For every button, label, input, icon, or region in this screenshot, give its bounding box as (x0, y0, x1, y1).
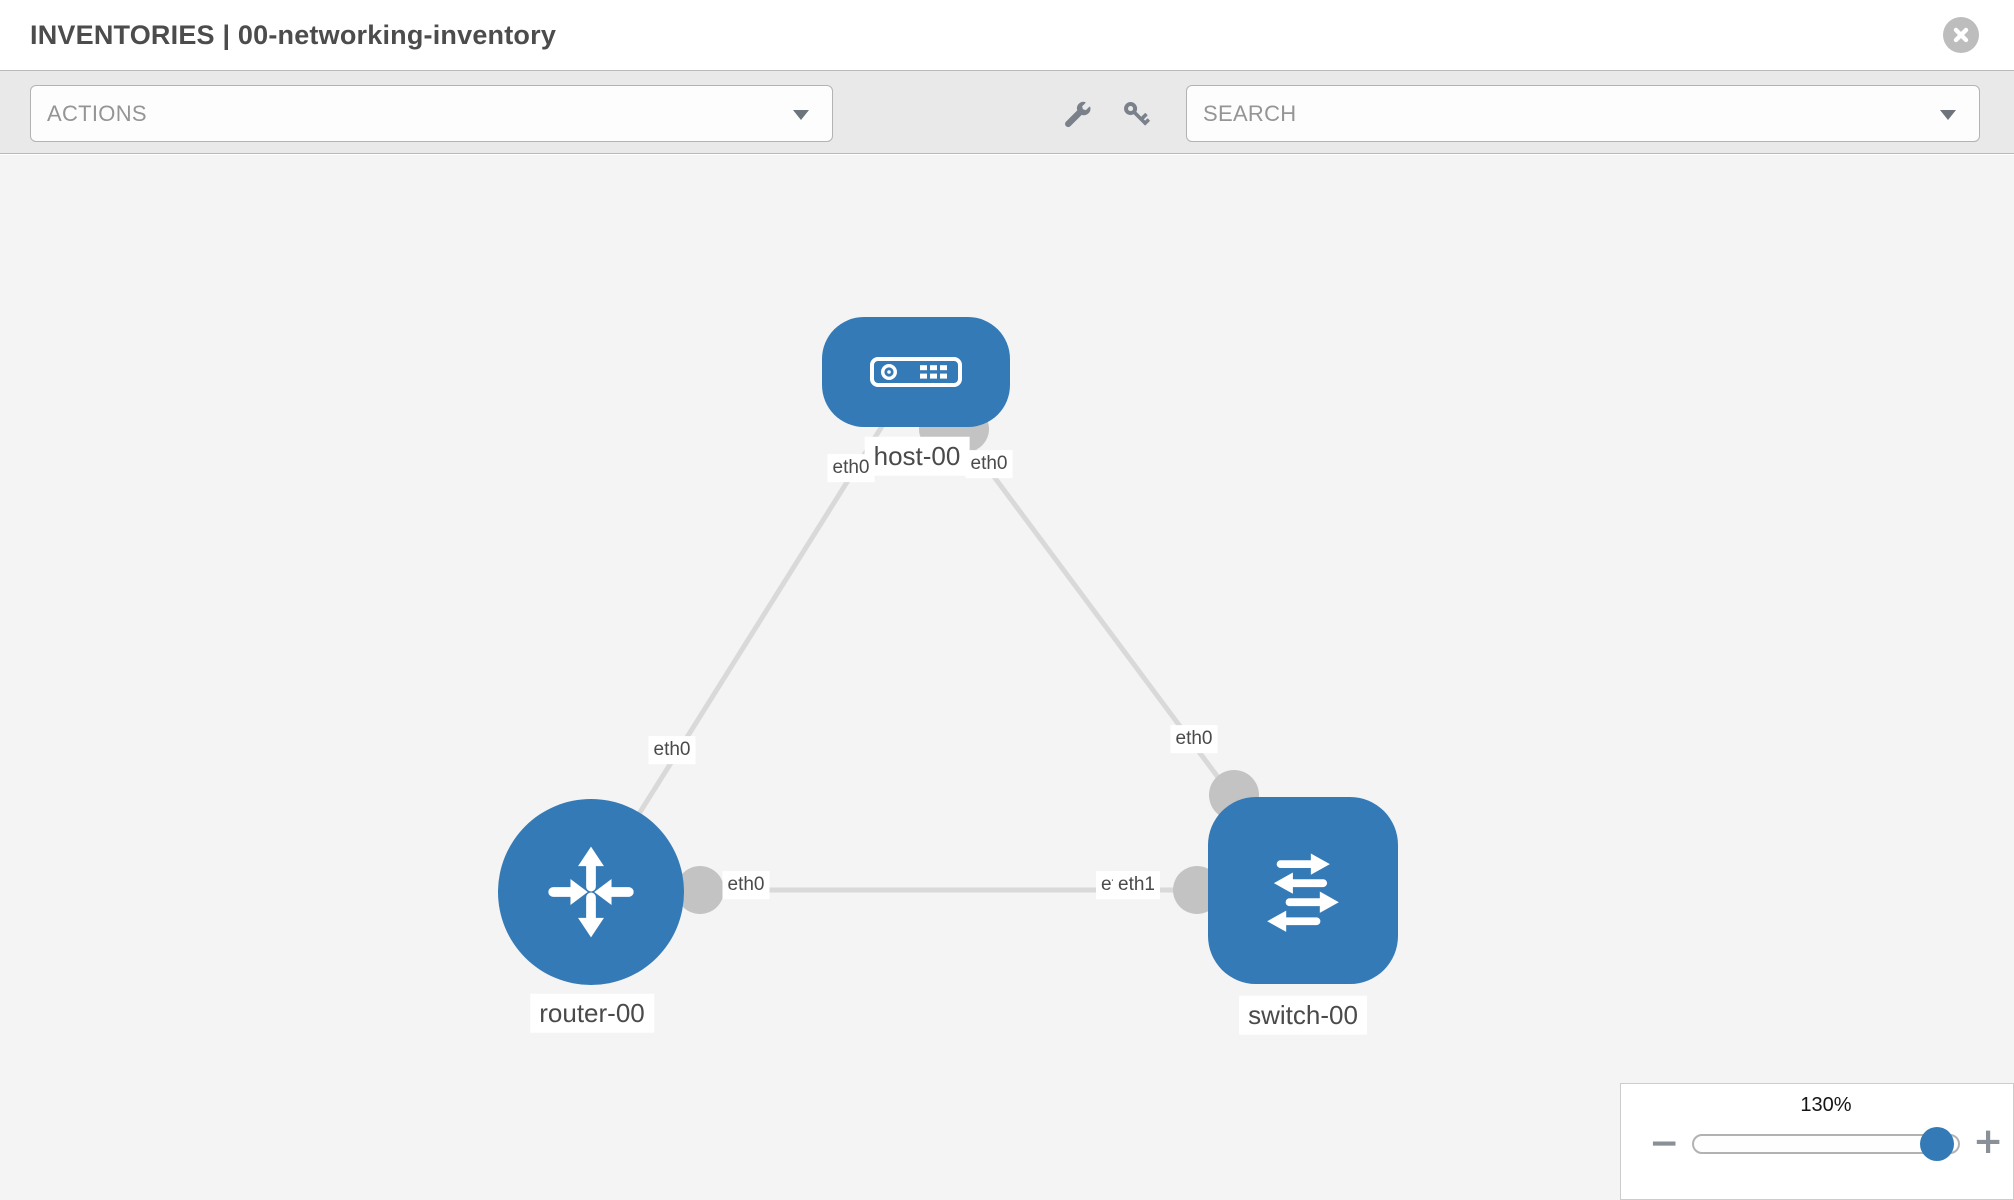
node-host-00[interactable] (822, 317, 1010, 427)
search-dropdown-label: SEARCH (1203, 100, 1297, 126)
topology-canvas[interactable] (0, 155, 2014, 1200)
zoom-panel: 130% − + (1620, 1083, 2014, 1200)
zoom-in-button[interactable]: + (1973, 1121, 2004, 1162)
wrench-icon (1064, 101, 1090, 127)
zoom-slider-knob[interactable] (1920, 1127, 1954, 1161)
node-router-00[interactable] (498, 799, 684, 985)
node-label-host-00: host-00 (864, 436, 970, 476)
page-title: INVENTORIES | 00-networking-inventory (30, 20, 557, 50)
node-switch-00[interactable] (1208, 797, 1398, 984)
titlebar: INVENTORIES | 00-networking-inventory (0, 0, 2014, 70)
node-label-router-00: router-00 (530, 993, 654, 1033)
zoom-percent: 130% (1800, 1094, 1852, 1116)
key-icon (1123, 101, 1150, 125)
zoom-out-button[interactable]: − (1649, 1123, 1680, 1164)
zoom-slider-track[interactable] (1692, 1127, 1960, 1161)
host-icon (870, 357, 962, 387)
interface-label-switch-eth0-uplink: eth0 (1170, 725, 1218, 753)
key-button[interactable] (1118, 96, 1154, 132)
close-button[interactable] (1943, 17, 1979, 53)
chevron-down-icon (1940, 110, 1956, 120)
node-label-switch-00: switch-00 (1239, 995, 1367, 1035)
toolbar: ACTIONS SEARCH (0, 70, 2014, 154)
switch-icon (1267, 852, 1339, 932)
interface-label-host-eth0-right: eth0 (965, 450, 1013, 478)
interface-label-router-eth0-mid: eth0 (722, 871, 770, 899)
close-icon (1953, 27, 1969, 43)
router-icon (548, 846, 634, 938)
search-dropdown[interactable]: SEARCH (1186, 85, 1980, 142)
actions-dropdown[interactable]: ACTIONS (30, 85, 833, 142)
tools-button[interactable] (1059, 96, 1095, 132)
chevron-down-icon (793, 110, 809, 120)
interface-label-switch-eth1: eth1 (1113, 871, 1160, 899)
interface-label-router-eth0-uplink: eth0 (648, 736, 696, 764)
interface-label-host-eth0-left: eth0 (827, 454, 875, 482)
actions-dropdown-label: ACTIONS (47, 100, 147, 126)
